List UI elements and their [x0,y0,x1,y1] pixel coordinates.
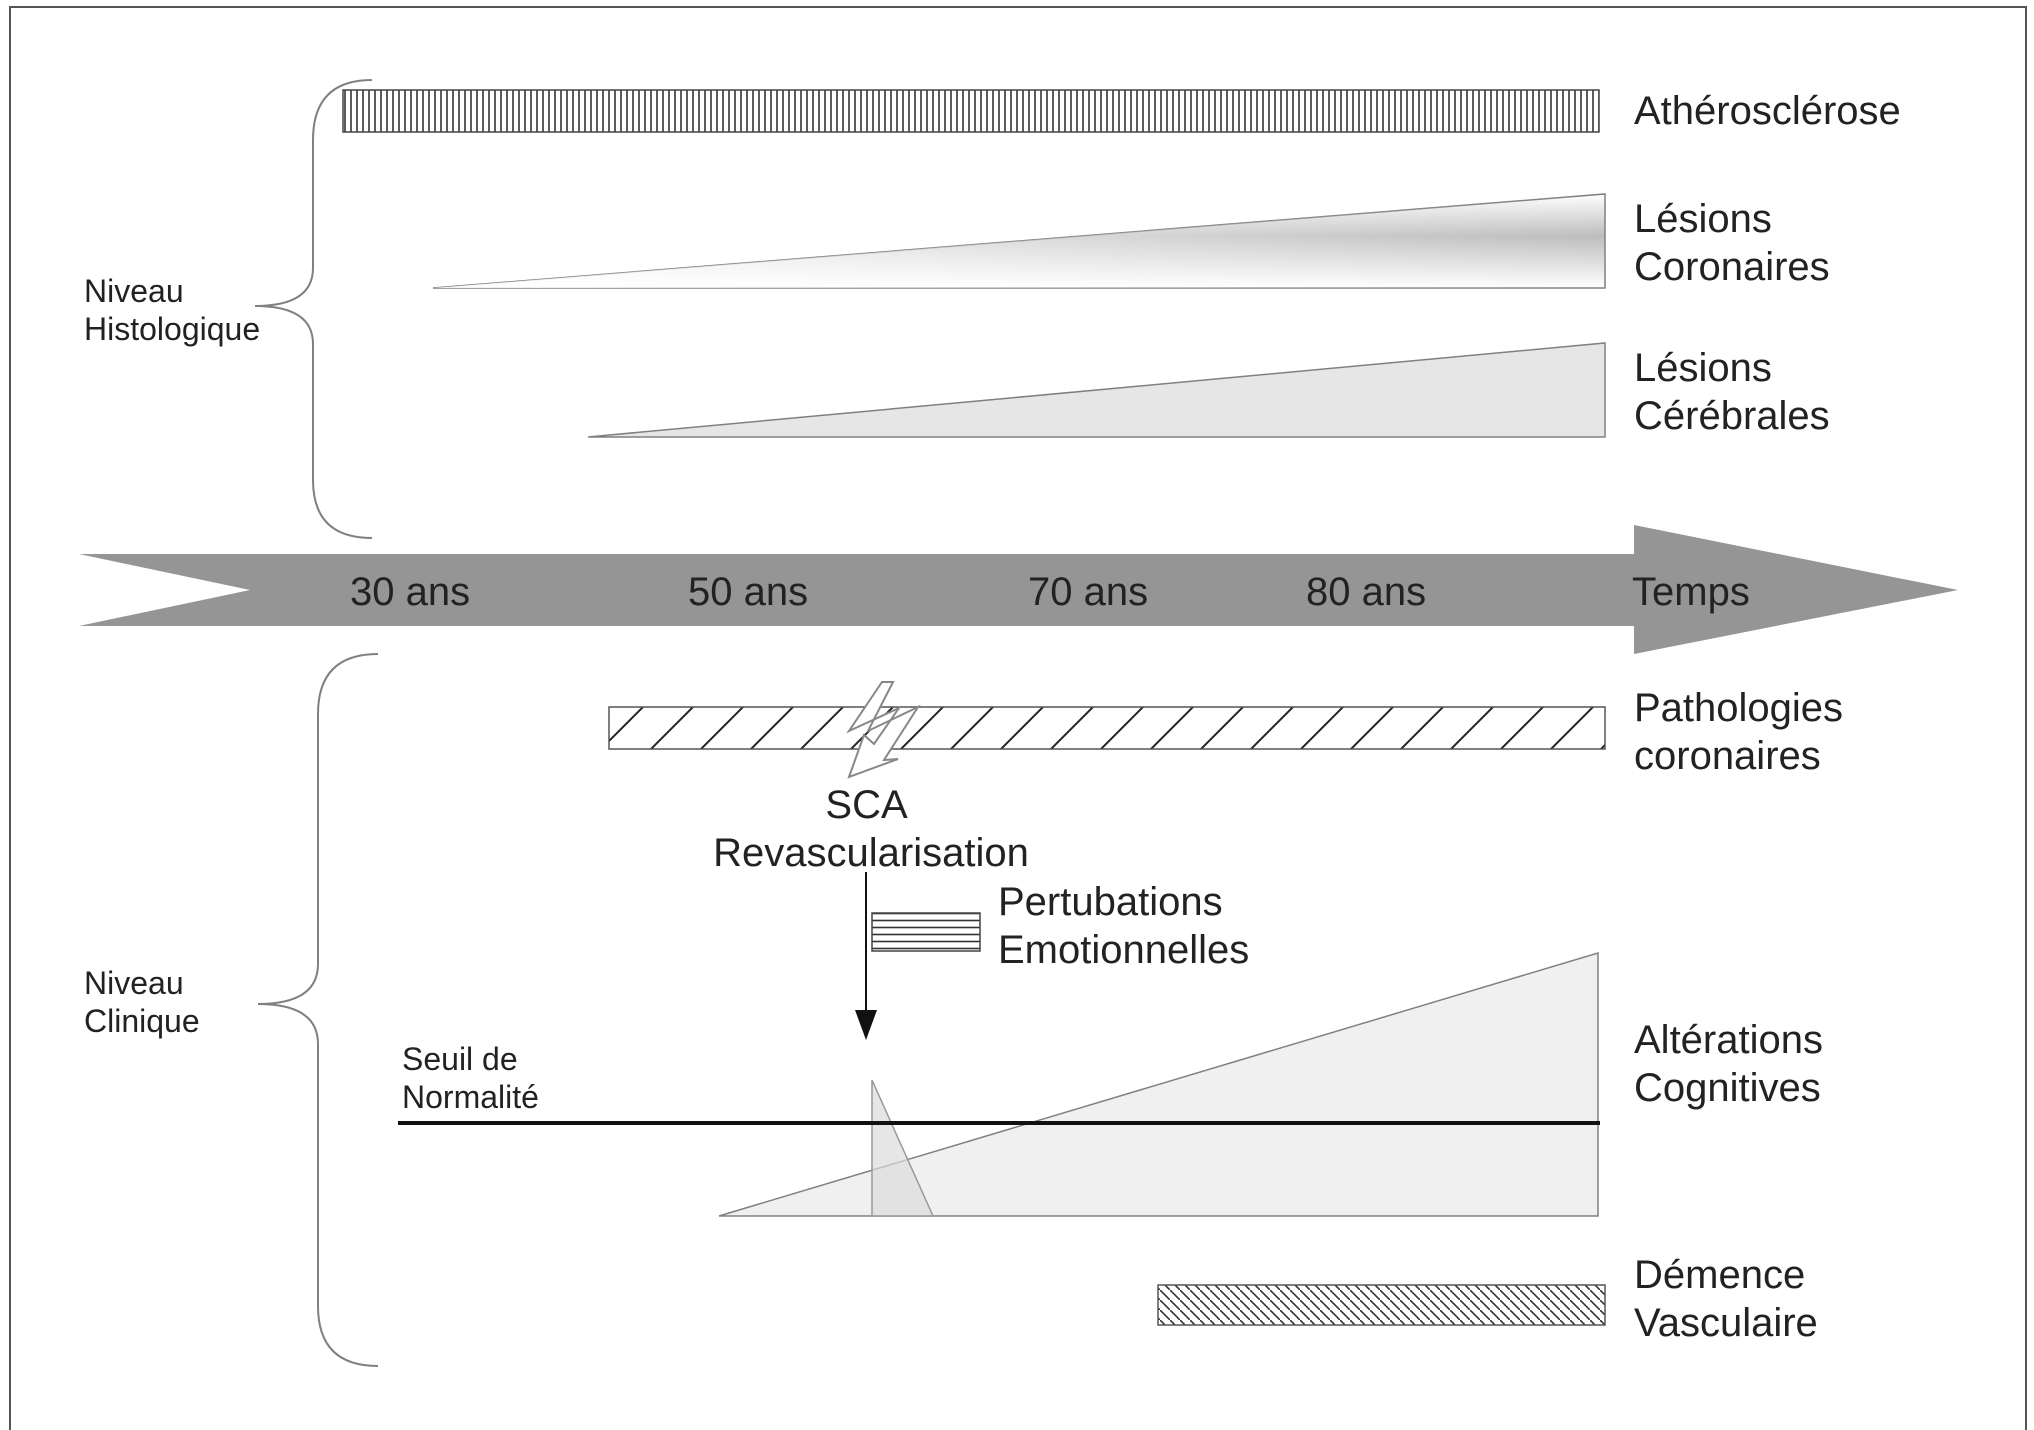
lesions-coronaires-label: Lésions Coronaires [1634,197,1830,289]
perturbations-line1: Pertubations [998,880,1223,924]
perturbations-label: Pertubations Emotionnelles [998,880,1249,972]
clinic-level-line1: Niveau [84,965,184,1001]
timeline-arrow [79,525,1958,654]
demence-label: Démence Vasculaire [1634,1253,1818,1345]
histologic-level-line1: Niveau [84,273,184,309]
lesions-cerebrales-line2: Cérébrales [1634,394,1830,438]
event-arrow-head [855,1010,877,1040]
pathologies-coronaires-line1: Pathologies [1634,686,1843,730]
pathologies-coronaires-line2: coronaires [1634,734,1821,778]
threshold-line1: Seuil de [402,1041,518,1077]
alterations-line1: Altérations [1634,1018,1823,1062]
lesions-cerebrales-label: Lésions Cérébrales [1634,346,1830,438]
lesions-coronaires-line1: Lésions [1634,197,1772,241]
demence-line1: Démence [1634,1253,1805,1297]
transient-spike [871,1079,935,1217]
pathologies-coronaires-label: Pathologies coronaires [1634,686,1854,778]
event-label: SCA Revascularisation [713,783,1029,875]
clinic-level-line2: Clinique [84,1003,200,1039]
atherosclerose-line1: Athérosclérose [1634,89,1901,133]
lesions-coronaires-line2: Coronaires [1634,245,1830,289]
tick-80: 80 ans [1306,570,1426,614]
outer-border [9,6,2027,1430]
histologic-level-line2: Histologique [84,311,260,347]
demence-line2: Vasculaire [1634,1301,1818,1345]
histologic-level-label: Niveau Histologique [84,273,260,347]
histologic-brace [254,79,373,539]
tick-50: 50 ans [688,570,808,614]
tick-30: 30 ans [350,570,470,614]
lesions-cerebrales-line1: Lésions [1634,346,1772,390]
lesions-cerebrales-wedge [587,342,1606,438]
event-line2: Revascularisation [713,831,1029,875]
alterations-line2: Cognitives [1634,1066,1821,1110]
perturbations-bar [871,912,981,952]
event-line1: SCA [825,783,908,827]
lightning-bolt-icon [846,681,921,779]
lesions-coronaires-fade [433,194,1605,288]
threshold-label: Seuil de Normalité [402,1041,539,1115]
atherosclerose-label: Athérosclérose [1634,89,1901,133]
clinic-brace [257,653,379,1367]
perturbations-line2: Emotionnelles [998,928,1249,972]
timeline-end-label: Temps [1632,570,1750,614]
alterations-wedge [718,951,1599,1217]
alterations-label: Altérations Cognitives [1634,1018,1834,1110]
pathologies-coronaires-bar [608,706,1606,750]
threshold-line2: Normalité [402,1079,539,1115]
atherosclerose-bar [342,89,1600,133]
tick-70: 70 ans [1028,570,1148,614]
clinic-level-label: Niveau Clinique [84,965,200,1039]
demence-bar [1157,1284,1606,1326]
